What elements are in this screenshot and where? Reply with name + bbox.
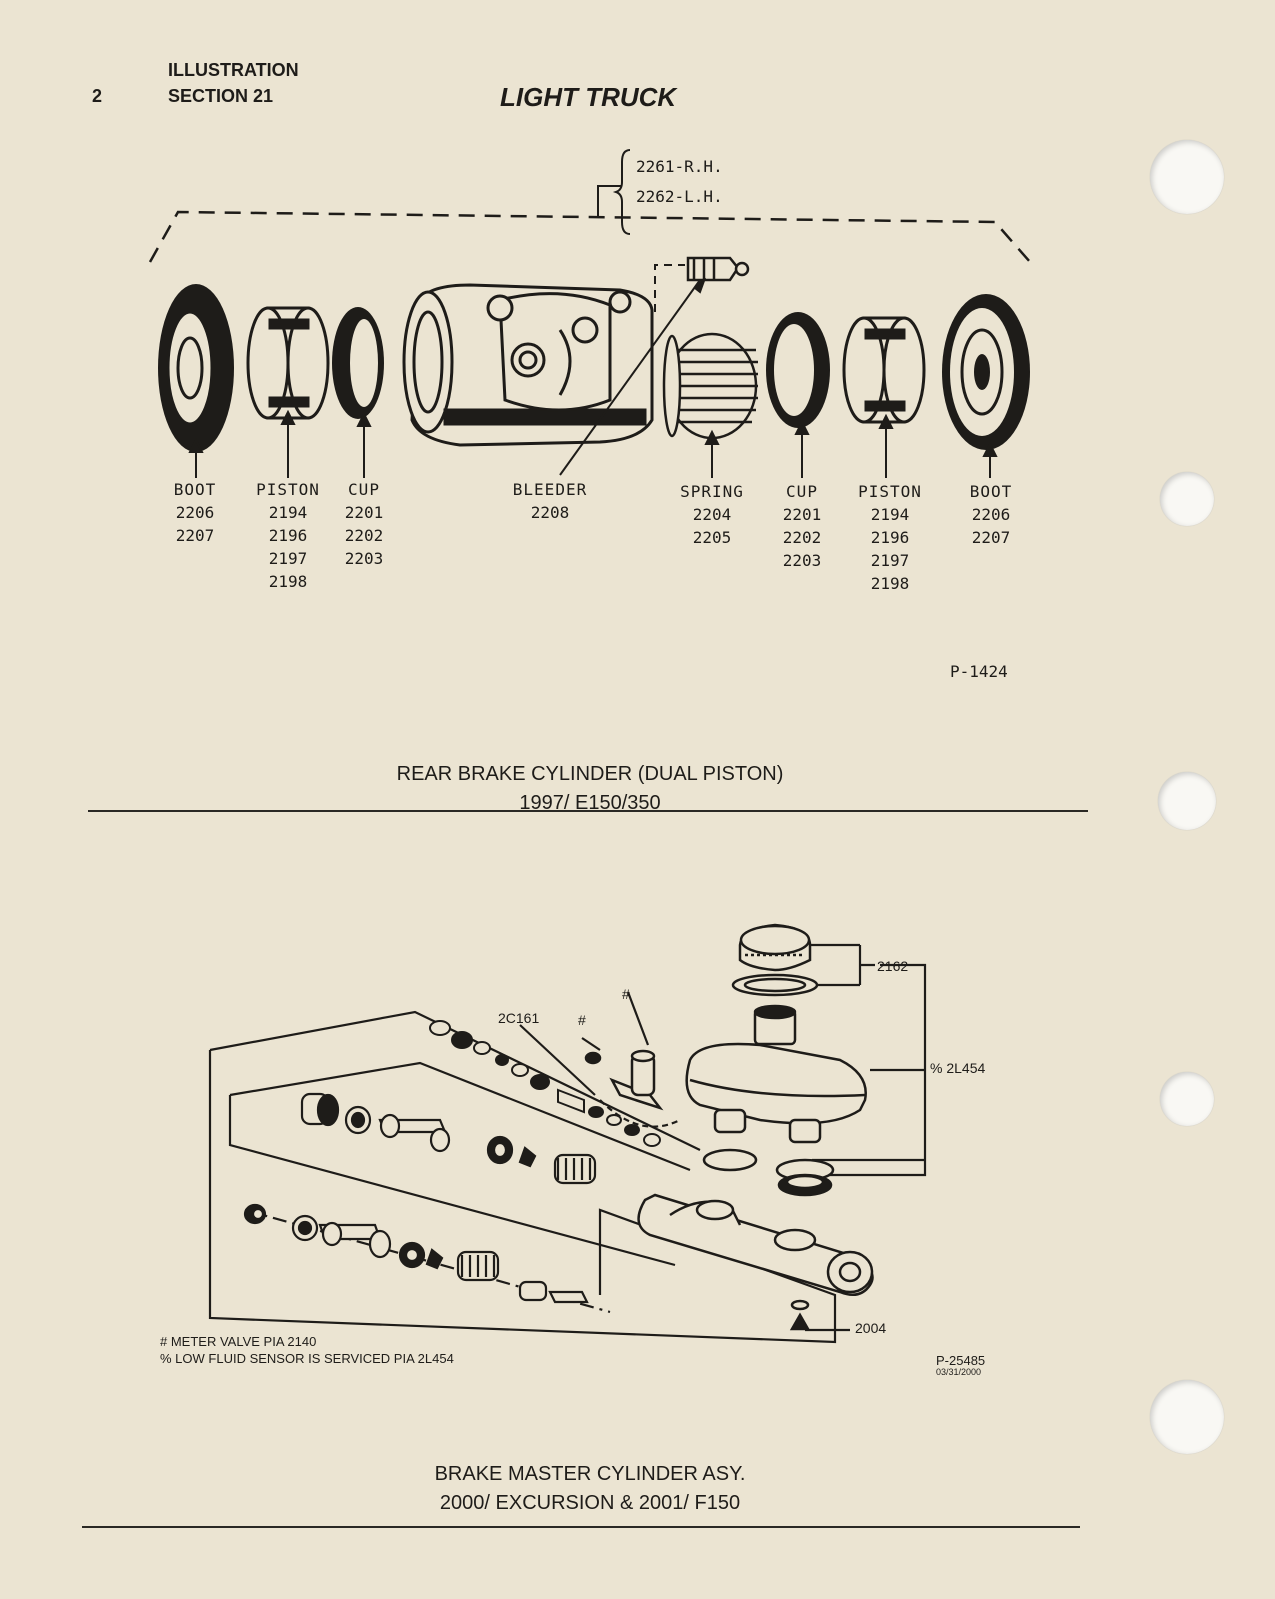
footnote-meter-valve: # METER VALVE PIA 2140 bbox=[160, 1334, 317, 1349]
piston-left-drawing bbox=[246, 306, 330, 420]
lower-figure-caption: BRAKE MASTER CYLINDER ASY. 2000/ EXCURSI… bbox=[200, 1460, 980, 1518]
bleeder-drawing bbox=[559, 256, 750, 476]
caption-line-1: REAR BRAKE CYLINDER (DUAL PISTON) bbox=[396, 763, 784, 785]
part-number: 2203 bbox=[782, 551, 822, 570]
figure-code-number: P-25485 bbox=[936, 1353, 986, 1368]
binder-hole-3 bbox=[1158, 772, 1216, 830]
part-number: 2202 bbox=[782, 528, 822, 547]
reservoir-body-drawing bbox=[685, 1042, 867, 1197]
boot-right-drawing bbox=[942, 294, 1030, 450]
part-number: 2198 bbox=[870, 574, 910, 593]
callout-2l454: % 2L454 bbox=[930, 1060, 986, 1076]
part-number: 2206 bbox=[175, 503, 215, 522]
callout-hash-1: # bbox=[578, 1012, 586, 1028]
caption-line-2: 1997/ E150/350 bbox=[519, 792, 661, 814]
part-label-spring: SPRING 2204 2205 bbox=[670, 480, 754, 549]
part-number: 2207 bbox=[175, 526, 215, 545]
caption-line-2: 2000/ EXCURSION & 2001/ F150 bbox=[439, 1492, 741, 1514]
footnote-low-fluid-sensor: % LOW FLUID SENSOR IS SERVICED PIA 2L454 bbox=[160, 1351, 454, 1366]
upper-figure-code: P-1424 bbox=[950, 662, 1008, 681]
illustration-label: ILLUSTRATION bbox=[168, 60, 299, 80]
part-label-bleeder: BLEEDER 2208 bbox=[500, 478, 600, 524]
part-name: PISTON bbox=[858, 482, 922, 501]
assembly-number-lh: 2262-L.H. bbox=[636, 187, 723, 206]
part-name: BOOT bbox=[173, 480, 217, 499]
part-number: 2196 bbox=[268, 526, 308, 545]
binder-hole-2 bbox=[1160, 472, 1214, 526]
binder-hole-5 bbox=[1150, 1380, 1224, 1454]
part-label-boot-left: BOOT 2206 2207 bbox=[160, 478, 230, 547]
part-number: 2194 bbox=[268, 503, 308, 522]
cylinder-body-drawing bbox=[402, 283, 654, 447]
part-name: PISTON bbox=[256, 480, 320, 499]
callout-2c161: 2C161 bbox=[498, 1010, 540, 1026]
caption-line-1: BRAKE MASTER CYLINDER ASY. bbox=[434, 1463, 746, 1485]
binder-hole-4 bbox=[1160, 1072, 1214, 1126]
part-number: 2194 bbox=[870, 505, 910, 524]
part-name: BOOT bbox=[969, 482, 1013, 501]
rear-brake-cylinder-diagram bbox=[148, 149, 1031, 478]
page-number: 2 bbox=[92, 86, 103, 106]
part-number: 2204 bbox=[692, 505, 732, 524]
callout-2162: 2162 bbox=[877, 958, 909, 974]
assembly-number-rh: 2261-R.H. bbox=[636, 157, 723, 176]
part-label-piston-left: PISTON 2194 2196 2197 2198 bbox=[248, 478, 328, 593]
master-cylinder-drawing bbox=[637, 1193, 874, 1331]
cup-left-drawing bbox=[332, 307, 384, 419]
figure-code-date: 03/31/2000 bbox=[936, 1367, 982, 1377]
divider-rule-upper bbox=[88, 810, 1088, 812]
part-number: 2197 bbox=[268, 549, 308, 568]
part-number: 2201 bbox=[344, 503, 384, 522]
part-number: 2203 bbox=[344, 549, 384, 568]
part-number: 2207 bbox=[971, 528, 1011, 547]
part-number: 2206 bbox=[971, 505, 1011, 524]
part-name: BLEEDER bbox=[512, 480, 588, 499]
part-name: CUP bbox=[348, 480, 380, 499]
part-label-cup-left: CUP 2201 2202 2203 bbox=[334, 478, 394, 570]
section-label: SECTION 21 bbox=[168, 86, 274, 106]
parts-row-3-drawing bbox=[243, 1203, 589, 1304]
piston-right-drawing bbox=[842, 316, 926, 424]
part-label-cup-right: CUP 2201 2202 2203 bbox=[772, 480, 832, 572]
binder-hole-1 bbox=[1150, 140, 1224, 214]
part-name: SPRING bbox=[680, 482, 744, 501]
parts-row-2-drawing bbox=[300, 1092, 597, 1185]
part-number: 2198 bbox=[268, 572, 308, 591]
part-number: 2202 bbox=[344, 526, 384, 545]
divider-rule-lower bbox=[82, 1526, 1080, 1528]
meter-valve-drawing bbox=[584, 1049, 664, 1111]
callout-hash-2: # bbox=[622, 986, 630, 1002]
part-name: CUP bbox=[786, 482, 818, 501]
part-number: 2197 bbox=[870, 551, 910, 570]
part-number: 2196 bbox=[870, 528, 910, 547]
upper-figure-caption: REAR BRAKE CYLINDER (DUAL PISTON) 1997/ … bbox=[200, 760, 980, 818]
part-number: 2208 bbox=[530, 503, 570, 522]
lower-figure-code: P-25485 03/31/2000 bbox=[936, 1354, 985, 1378]
parts-row-1-drawing bbox=[429, 1020, 661, 1147]
part-label-piston-right: PISTON 2194 2196 2197 2198 bbox=[850, 480, 930, 595]
callout-2004: 2004 bbox=[855, 1320, 887, 1336]
part-label-boot-right: BOOT 2206 2207 bbox=[956, 480, 1026, 549]
page-title: LIGHT TRUCK bbox=[500, 82, 677, 112]
part-number: 2205 bbox=[692, 528, 732, 547]
boot-left-drawing bbox=[158, 284, 234, 452]
cup-right-drawing bbox=[766, 312, 830, 428]
part-number: 2201 bbox=[782, 505, 822, 524]
